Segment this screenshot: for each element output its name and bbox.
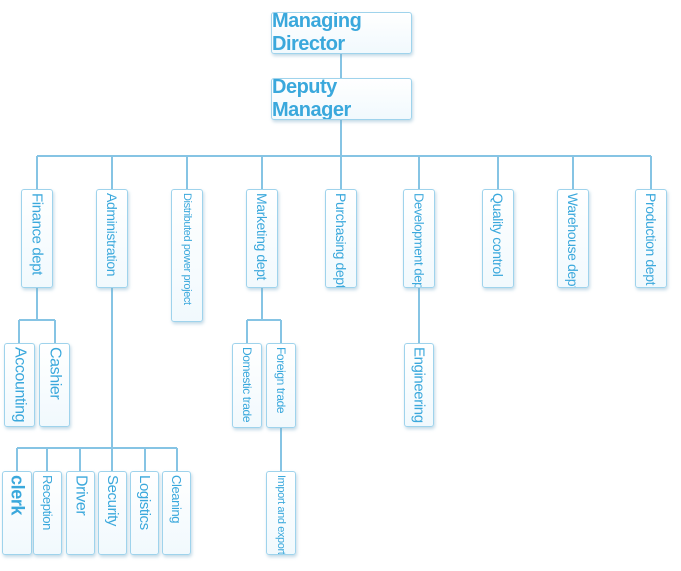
node-quality-control: Quality control xyxy=(482,189,514,288)
node-development-dept: Development dept xyxy=(403,189,435,288)
node-security: Security xyxy=(98,471,127,555)
node-managing-director: Managing Director xyxy=(271,12,412,54)
node-warehouse-dept-label: Warehouse dept xyxy=(565,193,581,288)
node-domestic-trade-label: Domestic trade xyxy=(240,347,254,423)
node-accounting-label: Accounting xyxy=(11,347,29,423)
node-driver: Driver xyxy=(66,471,95,555)
node-import-and-export-label: Import and export xyxy=(275,475,287,555)
node-warehouse-dept: Warehouse dept xyxy=(557,189,589,288)
node-distributed-power-project: Distributed power project xyxy=(171,189,203,322)
node-logistics-label: Logistics xyxy=(136,475,153,530)
node-administration: Administration xyxy=(96,189,128,288)
node-deputy-manager: Deputy Manager xyxy=(271,78,412,120)
node-cashier: Cashier xyxy=(39,343,70,427)
node-finance-dept-label: Finance dept xyxy=(28,193,46,275)
node-production-dept: Production dept xyxy=(635,189,667,288)
node-import-and-export: Import and export xyxy=(266,471,296,555)
node-finance-dept: Finance dept xyxy=(21,189,53,288)
node-clerk-label: clerk xyxy=(7,475,28,516)
node-reception-label: Reception xyxy=(40,475,55,530)
node-cleaning: Cleaning xyxy=(162,471,191,555)
node-engineering-label: Engineering xyxy=(410,347,428,423)
node-production-dept-label: Production dept xyxy=(643,193,659,286)
connector-finance-sub xyxy=(18,288,56,343)
node-deputy-manager-label: Deputy Manager xyxy=(272,78,351,120)
node-distributed-power-project-label: Distributed power project xyxy=(181,193,193,305)
connector-dm-depts xyxy=(36,120,652,189)
node-clerk: clerk xyxy=(2,471,32,555)
node-cashier-label: Cashier xyxy=(46,347,64,400)
node-foreign-trade-label: Foreign trade xyxy=(274,347,288,414)
connector-marketing-sub xyxy=(246,288,282,343)
node-administration-label: Administration xyxy=(104,193,120,277)
node-purchasing-dept-label: Purchasing dept xyxy=(333,193,349,288)
node-reception: Reception xyxy=(33,471,62,555)
node-marketing-dept-label: Marketing dept xyxy=(254,193,270,281)
node-marketing-dept: Marketing dept xyxy=(246,189,278,288)
node-domestic-trade: Domestic trade xyxy=(232,343,262,428)
node-engineering: Engineering xyxy=(404,343,434,427)
node-driver-label: Driver xyxy=(72,475,90,516)
node-foreign-trade: Foreign trade xyxy=(266,343,296,428)
node-managing-director-label: Managing Director xyxy=(272,12,362,54)
connector-admin-sub xyxy=(16,288,178,471)
node-logistics: Logistics xyxy=(130,471,159,555)
node-quality-control-label: Quality control xyxy=(490,193,506,277)
node-cleaning-label: Cleaning xyxy=(169,475,184,524)
node-security-label: Security xyxy=(104,475,121,526)
node-purchasing-dept: Purchasing dept xyxy=(325,189,357,288)
node-accounting: Accounting xyxy=(4,343,35,427)
node-development-dept-label: Development dept xyxy=(411,193,427,288)
